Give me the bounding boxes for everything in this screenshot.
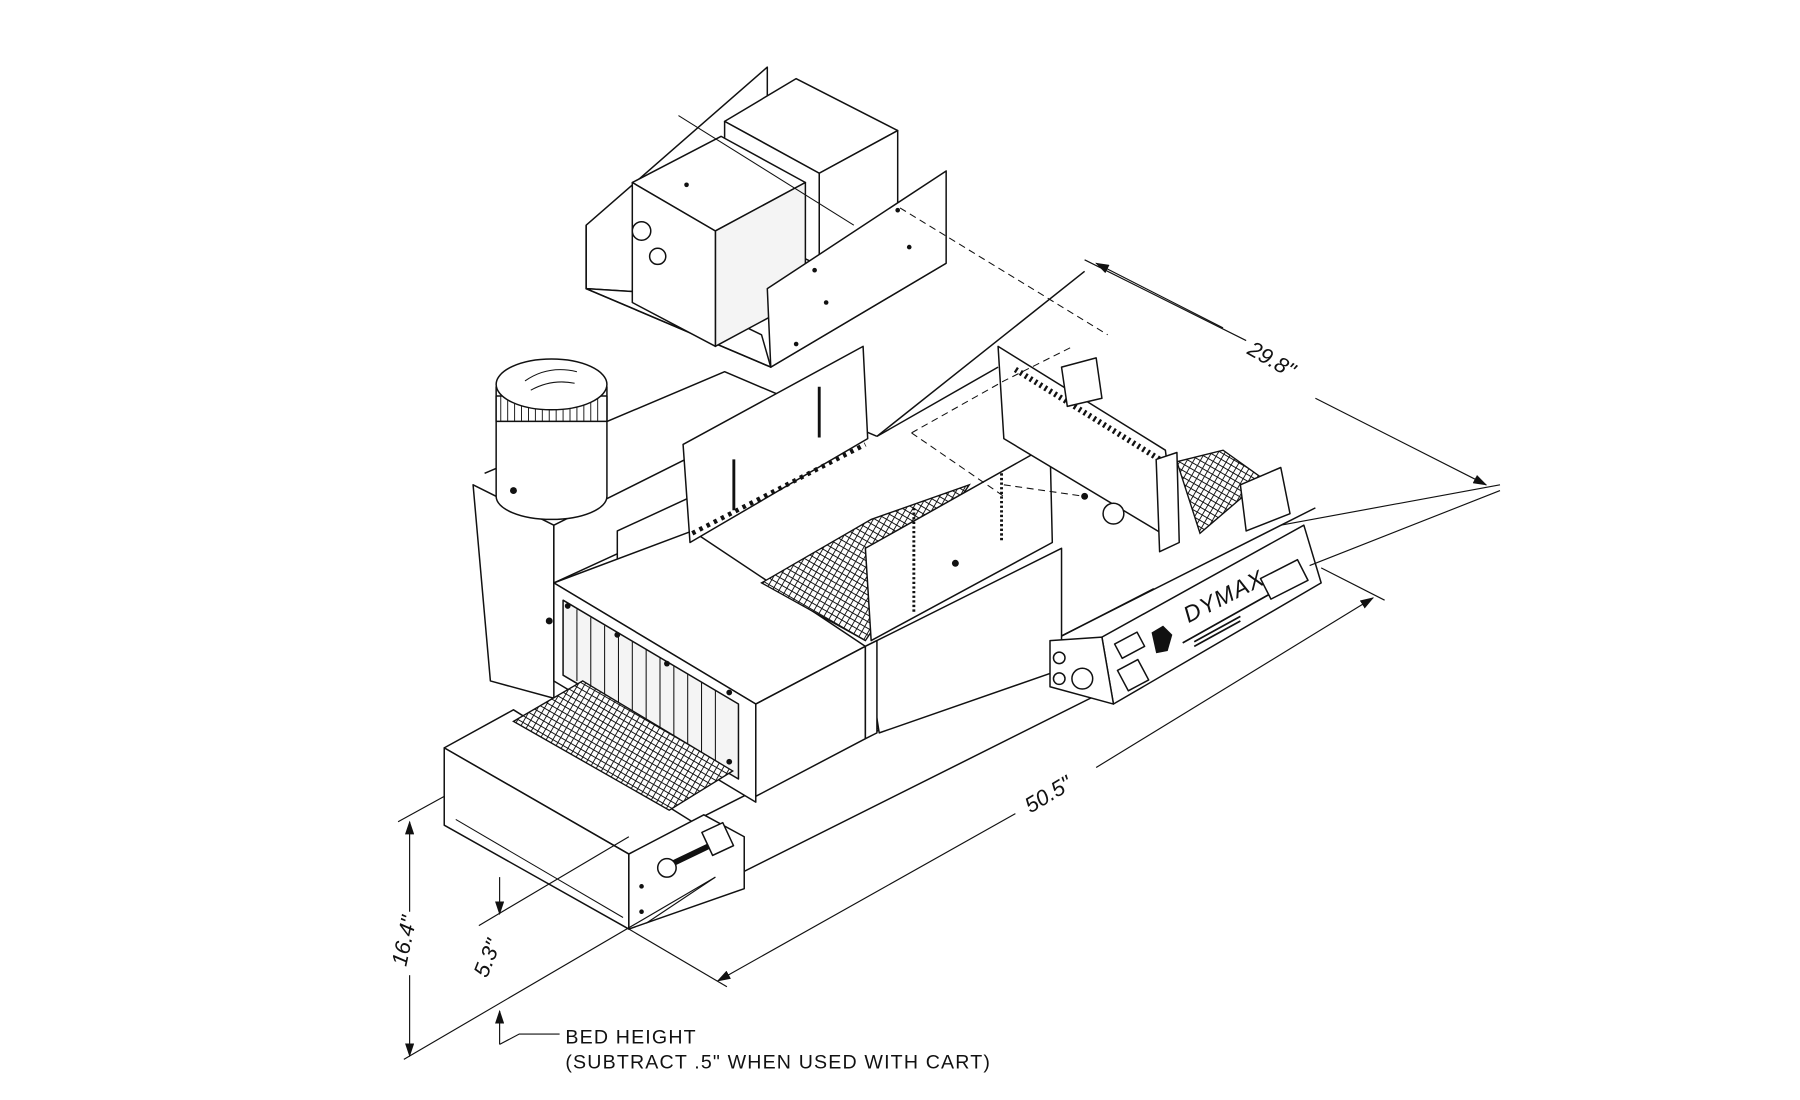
main-dial[interactable] <box>1071 667 1094 690</box>
dimension-lines <box>397 207 1501 1060</box>
height-adjust-knob[interactable] <box>656 821 735 878</box>
bed-height-note: BED HEIGHT <box>565 1026 696 1048</box>
dymax-logo-icon <box>1151 625 1173 654</box>
speed-display <box>1259 558 1309 600</box>
filter-canister <box>495 358 608 521</box>
dimension-length-label: 50.5" <box>1020 770 1077 818</box>
conveyor-belt-mesh-front <box>512 680 735 811</box>
lamp-housing <box>585 66 947 368</box>
dimension-height-label: 16.4" <box>387 912 422 968</box>
control-panel: DYMAX <box>1049 524 1322 705</box>
speed-knob[interactable] <box>1052 651 1066 665</box>
dimension-bed-label: 5.3" <box>468 935 506 981</box>
dimension-width-label: 29.8" <box>1243 335 1301 383</box>
power-switch[interactable] <box>1113 631 1146 660</box>
lamp-front-panel <box>766 170 947 368</box>
fan-knob[interactable] <box>1052 672 1066 686</box>
belt-tension-knob[interactable] <box>1081 492 1125 525</box>
conveyor-body <box>443 270 1322 930</box>
canister-lid <box>495 358 608 411</box>
lamp-connector <box>631 220 652 241</box>
bed-height-subnote: (SUBTRACT .5" WHEN USED WITH CART) <box>565 1052 991 1074</box>
lamp-switch[interactable] <box>1116 658 1150 692</box>
shield-left <box>682 345 869 544</box>
shield-right <box>864 443 1054 642</box>
